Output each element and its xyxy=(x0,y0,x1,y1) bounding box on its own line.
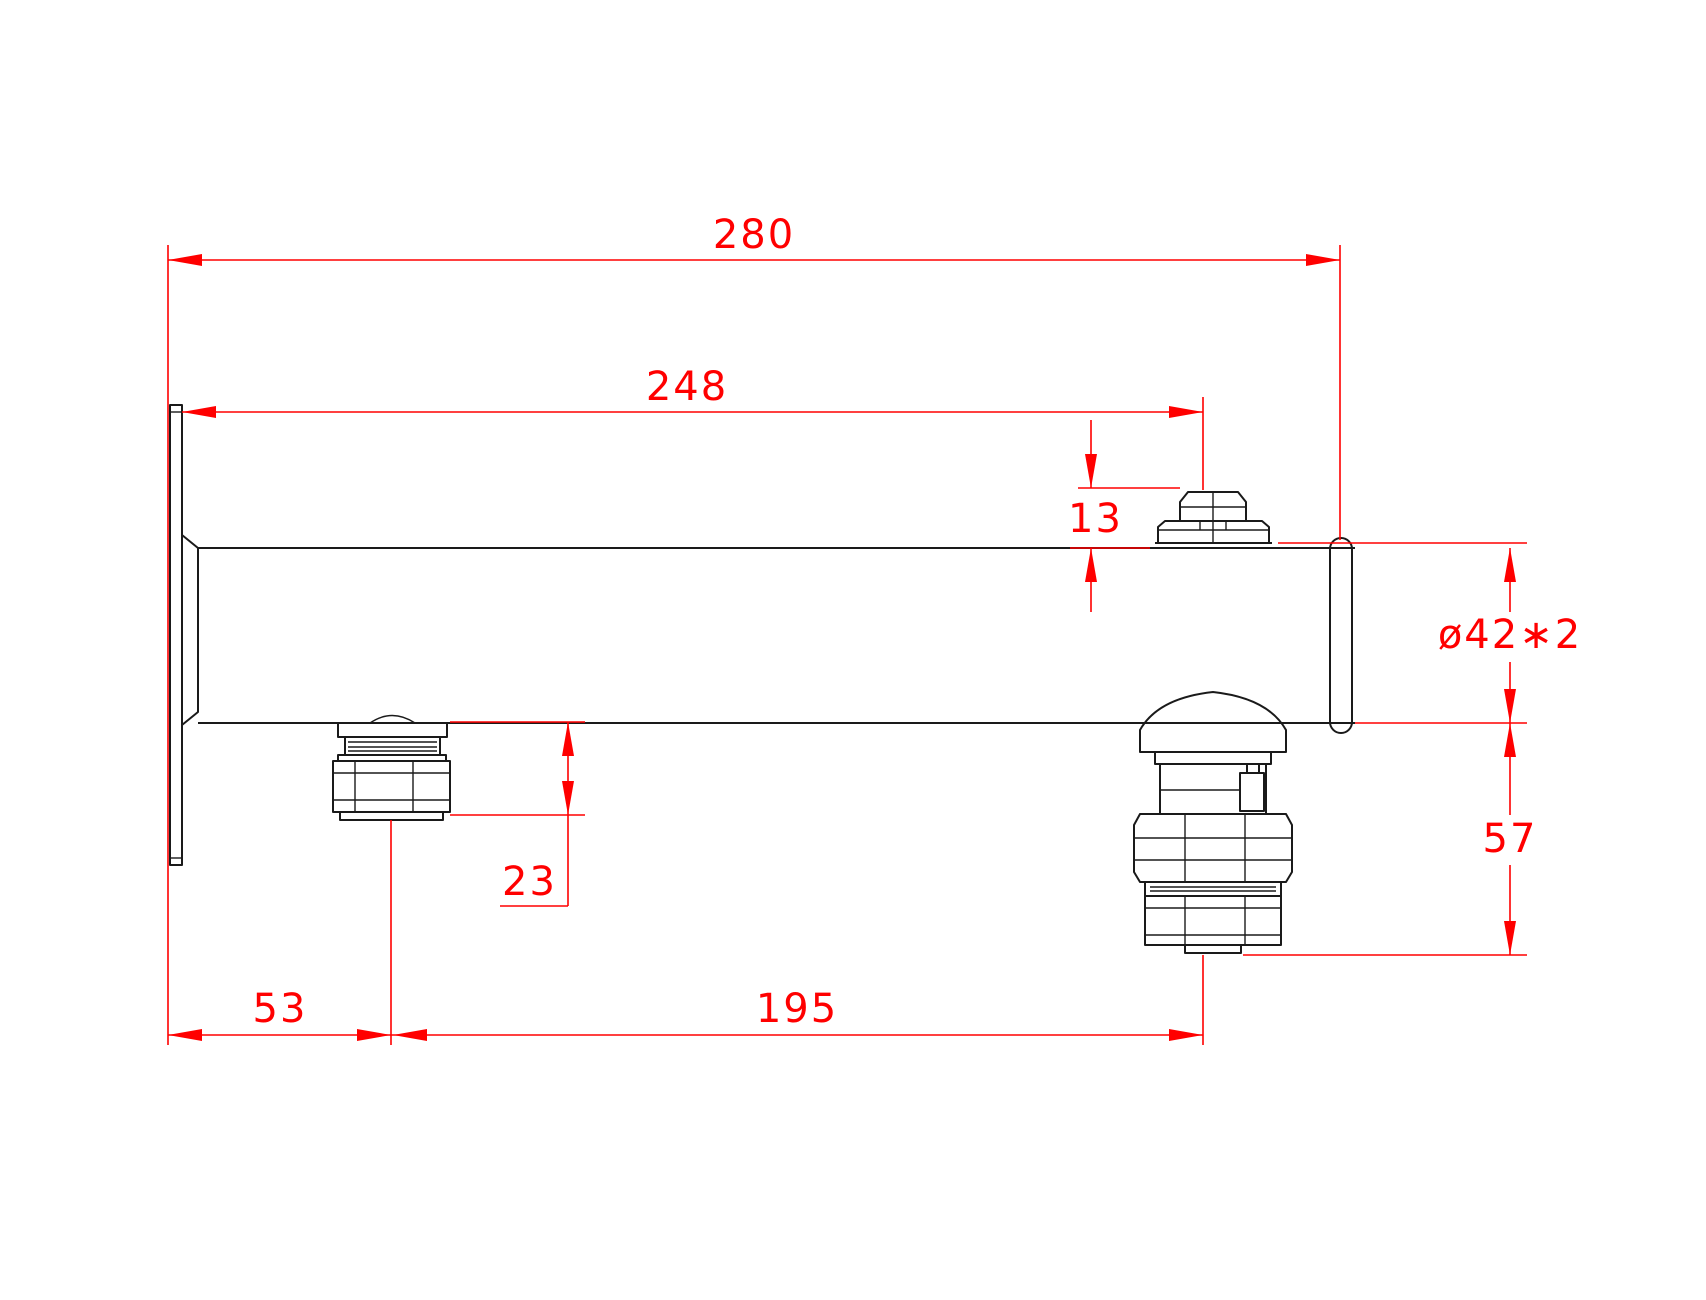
bottom-fitting-height-label: 57 xyxy=(1483,816,1538,862)
dimension-outlet-position: 248 xyxy=(182,364,1203,418)
top-fitting-height-label: 13 xyxy=(1068,496,1123,542)
dimension-bottom-fitting-height: 57 xyxy=(1478,723,1542,955)
main-pipe xyxy=(198,537,1355,734)
left-fitting-height-label: 23 xyxy=(502,859,557,905)
dimension-left-fitting-height: 23 xyxy=(500,722,574,907)
dimension-pipe-diameter: ø42∗2 xyxy=(1438,548,1582,723)
extension-lines xyxy=(167,245,1527,1045)
outlet-valve xyxy=(1133,691,1293,954)
mounting-flange xyxy=(169,404,199,866)
dimension-overall-length: 280 xyxy=(168,212,1340,266)
fitting-spacing-label: 195 xyxy=(756,986,838,1032)
dimension-left-offset: 53 xyxy=(168,986,391,1041)
overall-length-label: 280 xyxy=(713,212,795,258)
left-fitting xyxy=(332,714,451,821)
outlet-position-label: 248 xyxy=(646,364,728,410)
pipe-diameter-label: ø42∗2 xyxy=(1438,612,1582,658)
left-offset-label: 53 xyxy=(253,986,308,1032)
top-fitting xyxy=(1155,491,1272,544)
dimension-fitting-spacing: 195 xyxy=(391,986,1203,1041)
dimension-top-fitting-height: 13 xyxy=(1068,420,1150,612)
